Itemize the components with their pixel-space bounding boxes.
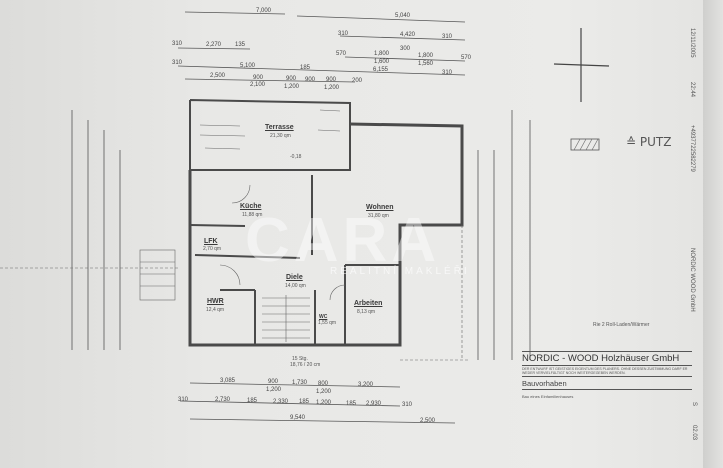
dim-label: 185 <box>299 399 310 405</box>
dim-label: 310 <box>442 34 453 40</box>
room-area: 12,4 qm <box>206 307 225 313</box>
dimension-line <box>177 47 251 50</box>
dim-label: 5,100 <box>240 63 256 69</box>
watermark-logo: CARA <box>245 206 441 275</box>
dim-label: 6,155 <box>373 67 389 73</box>
sheet-number: S <box>691 402 697 407</box>
room-area: 14,00 qm <box>285 283 306 289</box>
staircase <box>262 295 310 342</box>
dim-label: 310 <box>338 31 349 37</box>
dim-label: 1,200 <box>266 387 282 393</box>
sheet-code: 02.03 <box>691 425 697 441</box>
room-area: 8,13 qm <box>357 309 376 315</box>
sheet-edge <box>703 0 723 468</box>
dim-label: 5,040 <box>395 13 411 19</box>
fax-time: 22:44 <box>689 82 695 98</box>
dim-label: 900 <box>268 379 279 385</box>
dim-label: 3,200 <box>358 382 374 388</box>
dim-label: 900 <box>305 77 316 83</box>
dim-label: 2,500 <box>210 73 226 79</box>
room-label-arbeiten: Arbeiten <box>354 300 383 307</box>
putz-hatch-icon <box>570 138 600 151</box>
dim-label: 4,420 <box>400 32 416 38</box>
dim-label: 900 <box>253 75 264 81</box>
dim-label: 3,085 <box>220 378 236 384</box>
handwritten-note: Rie 2 Roll-Laden/Wärmer <box>593 322 650 328</box>
stairs-label: 15 Stg. <box>292 356 308 362</box>
fax-sender: NORDIC WOOD GmbH <box>689 248 695 312</box>
dim-label: 2,500 <box>420 418 436 424</box>
stairs-size: 18,76 / 20 cm <box>290 362 321 368</box>
dim-label: 9,540 <box>290 415 306 421</box>
dim-label: 2,270 <box>206 42 222 48</box>
dim-label: 300 <box>400 46 411 52</box>
dimension-line <box>296 15 466 23</box>
dim-label: 800 <box>318 381 329 387</box>
room-label-wohnen: Wohnen <box>366 204 394 211</box>
project-description: Bau eines Einfamilienhauses <box>522 394 574 399</box>
room-area: 1,55 qm <box>318 320 337 326</box>
dimension-line <box>184 11 286 15</box>
dim-label: 1,200 <box>284 84 300 90</box>
dim-label: 1,200 <box>316 389 332 395</box>
dim-label: 2,930 <box>366 401 382 407</box>
dim-label: 2,100 <box>250 82 266 88</box>
room-label-hwr: HWR <box>207 298 224 305</box>
dim-label: 900 <box>286 76 297 82</box>
dim-label: 185 <box>300 65 311 71</box>
dim-label: 1,600 <box>374 59 390 65</box>
dimension-line <box>344 56 466 62</box>
dim-label: 1,200 <box>324 85 340 91</box>
title-block: NORDIC - WOOD Holzhäuser GmbH DER ENTWUR… <box>522 350 692 399</box>
copyright-notice: DER ENTWURF IST GEISTIGES EIGENTUM DES P… <box>522 367 688 375</box>
plan-sheet <box>0 0 705 468</box>
dim-label: 2,730 <box>215 397 231 403</box>
legend-putz: ≙ PUTZ <box>626 135 672 149</box>
dim-label: 310 <box>402 402 413 408</box>
dim-label: 570 <box>336 51 347 57</box>
dim-label: 310 <box>442 70 453 76</box>
room-label-kueche: Küche <box>240 203 262 210</box>
dim-label: 900 <box>326 77 337 83</box>
room-area: 31,80 qm <box>368 213 389 219</box>
dimension-line <box>179 400 401 407</box>
dim-label: 135 <box>235 42 246 48</box>
dim-label: 1,730 <box>292 380 308 386</box>
dim-label: 1,800 <box>418 53 434 59</box>
room-area: 2,70 qm <box>203 246 222 252</box>
dim-label: 1,800 <box>374 51 390 57</box>
dim-label: 200 <box>352 78 363 84</box>
walls <box>188 99 464 347</box>
fax-phone: +4937722582279 <box>689 125 695 172</box>
dim-label: 310 <box>172 41 183 47</box>
dim-label: 310 <box>172 60 183 66</box>
room-area: 21,30 qm <box>270 133 291 139</box>
dimension-line <box>189 418 456 424</box>
dimension-line <box>339 35 466 41</box>
level-mark: -0,18 <box>290 154 302 160</box>
north-arrow-icon <box>553 28 610 102</box>
dimension-line <box>184 78 356 83</box>
room-label-terrasse: Terrasse <box>265 124 294 131</box>
fax-date: 12/11/2005 <box>689 28 695 58</box>
dim-label: 2,330 <box>273 399 289 405</box>
room-label-diele: Diele <box>286 274 303 281</box>
dim-label: 185 <box>346 401 357 407</box>
dim-label: 185 <box>247 398 258 404</box>
dim-label: 570 <box>461 55 472 61</box>
watermark-subtitle: REALITNÍ MAKLÉŘI <box>330 266 470 277</box>
dim-label: 310 <box>178 397 189 403</box>
project-label: Bauvorhaben <box>522 379 567 388</box>
company-name: NORDIC - WOOD Holzhäuser GmbH <box>522 353 680 364</box>
room-area: 11,88 qm <box>242 212 263 218</box>
dim-label: 7,000 <box>256 8 272 14</box>
dim-label: 1,560 <box>418 61 434 67</box>
room-label-wc: WC <box>319 314 328 320</box>
dimension-line <box>177 65 466 76</box>
dim-label: 1,200 <box>316 400 332 406</box>
dimension-line <box>189 382 401 388</box>
room-label-lfk: LFK <box>204 238 218 245</box>
